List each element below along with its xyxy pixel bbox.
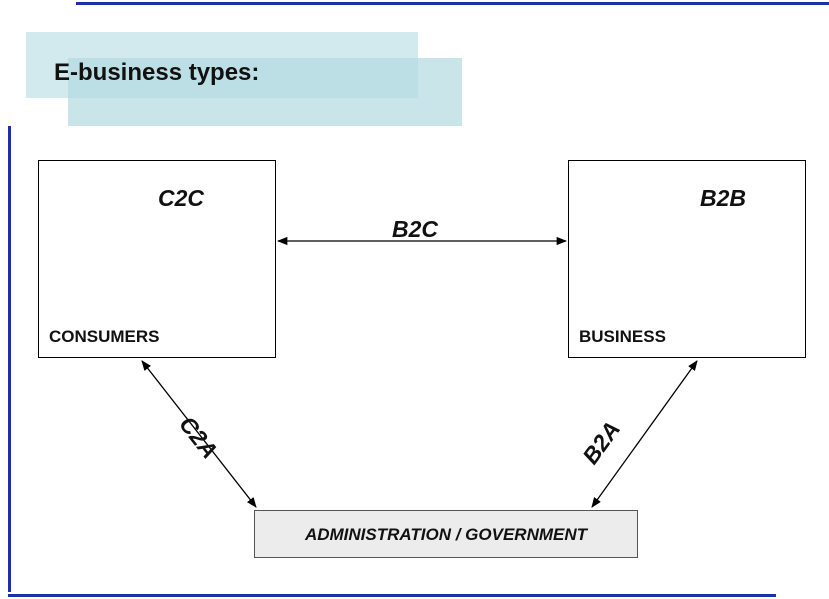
consumers-box: CONSUMERS [38, 160, 276, 358]
c2a-arrow [141, 360, 257, 508]
slide-title: E-business types: [54, 59, 260, 86]
b2a-arrow [591, 360, 698, 508]
bottom-rule [8, 594, 776, 597]
consumers-label: CONSUMERS [49, 327, 160, 346]
business-box: BUSINESS [568, 160, 806, 358]
b2b-label: B2B [700, 185, 747, 211]
business-label: BUSINESS [579, 327, 666, 346]
title-band-overlap [68, 58, 418, 98]
administration-box: ADMINISTRATION / GOVERNMENT [254, 510, 638, 558]
top-rule [76, 2, 829, 5]
administration-label: ADMINISTRATION / GOVERNMENT [304, 525, 588, 544]
left-rule [8, 126, 11, 592]
b2c-label: B2C [392, 216, 439, 242]
c2c-label: C2C [158, 185, 205, 211]
